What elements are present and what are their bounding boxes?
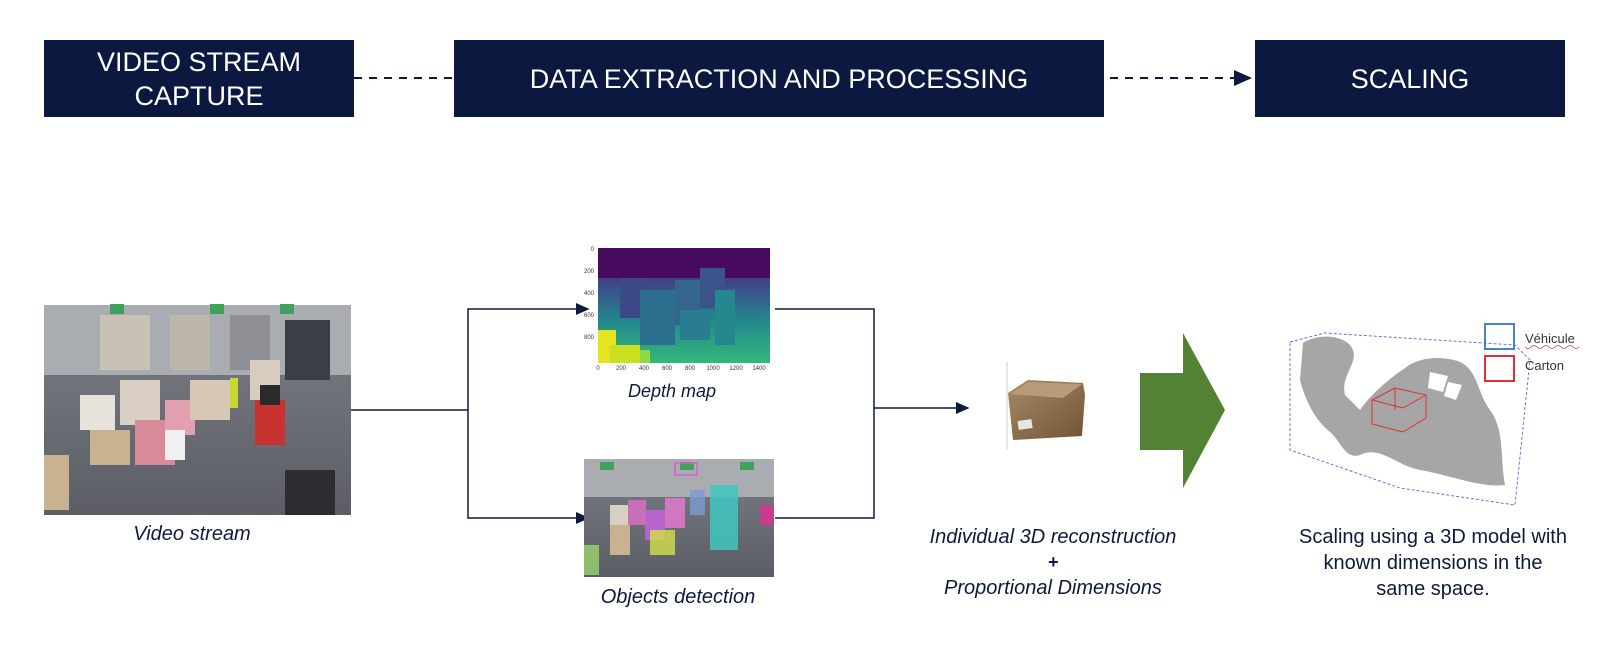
depth-y-tick: 600 bbox=[584, 313, 595, 319]
caption-scaling-line2: known dimensions in the bbox=[1323, 552, 1542, 574]
caption-reconstruction-line2: Proportional Dimensions bbox=[944, 577, 1162, 599]
depth-y-tick: 800 bbox=[584, 335, 595, 341]
spellcheck-underline bbox=[1524, 345, 1580, 349]
depth-x-tick: 1400 bbox=[752, 366, 766, 372]
stage-label: SCALING bbox=[1350, 63, 1470, 94]
stage-video-stream-capture: VIDEO STREAM CAPTURE bbox=[44, 40, 354, 117]
legend-vehicle-swatch bbox=[1484, 323, 1515, 350]
caption-reconstruction-plus: + bbox=[1048, 552, 1059, 572]
legend-carton-swatch bbox=[1484, 355, 1515, 382]
legend-carton-label: Carton bbox=[1525, 358, 1564, 373]
depth-map-axes: 0 200 400 600 800 0 200 400 600 800 1000… bbox=[584, 247, 766, 372]
video-stream-image bbox=[44, 304, 351, 515]
caption-video-stream: Video stream bbox=[133, 523, 250, 545]
depth-x-tick: 600 bbox=[662, 366, 673, 372]
caption-reconstruction-line1: Individual 3D reconstruction bbox=[930, 526, 1177, 548]
depth-y-tick: 200 bbox=[584, 269, 595, 275]
depth-x-tick: 400 bbox=[639, 366, 650, 372]
depth-x-tick: 800 bbox=[685, 366, 696, 372]
stage-label-line2: CAPTURE bbox=[134, 80, 264, 111]
stage-scaling: SCALING bbox=[1255, 40, 1565, 117]
legend: Véhicule Carton bbox=[1484, 323, 1580, 382]
connector-branch-to-depth bbox=[467, 303, 590, 410]
stage-label-line1: VIDEO STREAM bbox=[96, 46, 302, 77]
connector-depth-to-merge bbox=[775, 308, 875, 519]
depth-x-tick: 1200 bbox=[729, 366, 743, 372]
legend-vehicle-label: Véhicule bbox=[1525, 331, 1575, 346]
depth-y-tick: 400 bbox=[584, 291, 595, 297]
caption-objects-detection: Objects detection bbox=[601, 586, 756, 608]
depth-y-tick: 0 bbox=[591, 247, 595, 253]
scaling-3d-model-image bbox=[1289, 332, 1531, 506]
reconstruction-box-image bbox=[1006, 362, 1085, 450]
green-arrow-icon bbox=[1140, 333, 1225, 488]
caption-scaling-line1: Scaling using a 3D model with bbox=[1299, 526, 1567, 548]
depth-x-tick: 0 bbox=[596, 366, 600, 372]
caption-depth-map: Depth map bbox=[628, 381, 716, 401]
depth-map-image bbox=[598, 248, 770, 363]
depth-x-tick: 200 bbox=[616, 366, 627, 372]
stage-data-extraction: DATA EXTRACTION AND PROCESSING bbox=[454, 40, 1104, 117]
stage-label: DATA EXTRACTION AND PROCESSING bbox=[529, 63, 1029, 94]
objects-detection-image bbox=[584, 459, 774, 577]
caption-scaling-line3: same space. bbox=[1376, 578, 1489, 600]
depth-x-tick: 1000 bbox=[706, 366, 720, 372]
connector-branch-to-detection bbox=[467, 410, 590, 524]
